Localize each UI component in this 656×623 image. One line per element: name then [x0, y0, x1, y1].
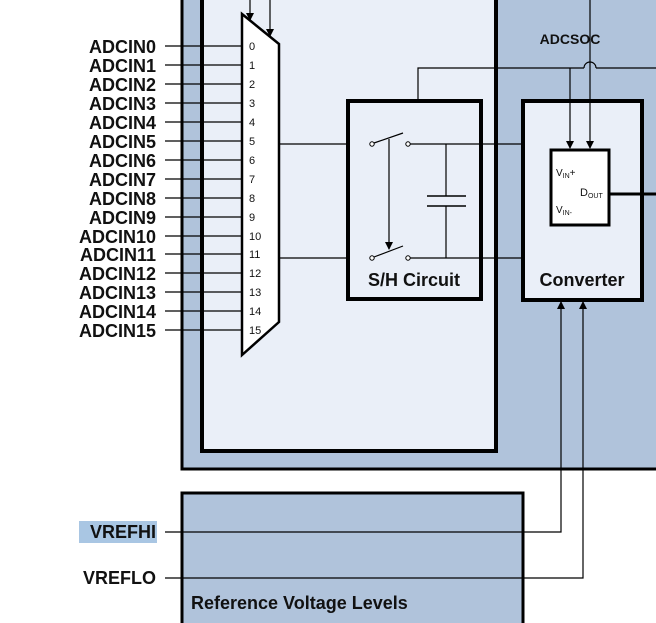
mux-pin-number: 5	[249, 136, 255, 148]
mux-pin-number: 1	[249, 60, 255, 72]
input-label: ADCIN5	[89, 132, 156, 152]
vreflo-label: VREFLO	[83, 568, 156, 588]
input-label: ADCIN3	[89, 94, 156, 114]
vin-plus-label: VIN+	[556, 168, 576, 180]
mux-pin-number: 2	[249, 79, 255, 91]
input-label: ADCIN11	[80, 245, 156, 265]
mux-pin-number: 12	[249, 268, 261, 280]
mux-pin-number: 3	[249, 98, 255, 110]
reference-voltage-label: Reference Voltage Levels	[191, 593, 408, 613]
mux-pin-number: 11	[249, 249, 260, 261]
mux-pin-number: 0	[249, 41, 255, 53]
mux-pin-number: 8	[249, 193, 255, 205]
dout-label: DOUT	[580, 187, 603, 200]
vrefhi-highlight	[79, 521, 157, 543]
mux-pin-number: 9	[249, 212, 255, 224]
mux-pin-number: 7	[249, 174, 255, 186]
input-label: ADCIN14	[79, 302, 156, 322]
sh-circuit-label: S/H Circuit	[368, 270, 460, 290]
mux-pin-number: 6	[249, 155, 255, 167]
sample-switch-a	[369, 132, 411, 147]
input-label: ADCIN13	[79, 283, 156, 303]
input-label: ADCIN4	[89, 113, 156, 133]
input-label: ADCIN1	[89, 56, 156, 76]
adcsoc-label: ADCSOC	[540, 31, 601, 47]
vin-minus-label: VIN-	[556, 205, 573, 217]
vrefhi-label: VREFHI	[90, 522, 156, 542]
input-label: ADCIN2	[89, 75, 156, 95]
input-label: ADCIN9	[89, 208, 156, 228]
mux-pin-number: 10	[249, 231, 261, 243]
input-label: ADCIN6	[89, 151, 156, 171]
input-label: ADCIN8	[89, 189, 156, 209]
adc-core	[549, 148, 611, 227]
mux-pin-number: 15	[249, 325, 261, 337]
input-label: ADCIN12	[79, 264, 156, 284]
reference-voltage-box	[180, 491, 525, 623]
hold-capacitor	[427, 144, 466, 258]
sh-trigger-line	[417, 67, 584, 101]
input-label: ADCIN7	[89, 170, 156, 190]
mux-pin-number: 13	[249, 287, 261, 299]
input-label: ADCIN15	[79, 321, 156, 341]
converter-label: Converter	[539, 270, 624, 290]
input-label: ADCIN0	[89, 37, 156, 57]
input-label: ADCIN10	[79, 227, 156, 247]
analog-mux	[240, 11, 281, 358]
mux-pin-number: 14	[249, 306, 261, 318]
sh-circuit-box	[346, 99, 483, 301]
mux-pin-number: 4	[249, 117, 255, 129]
